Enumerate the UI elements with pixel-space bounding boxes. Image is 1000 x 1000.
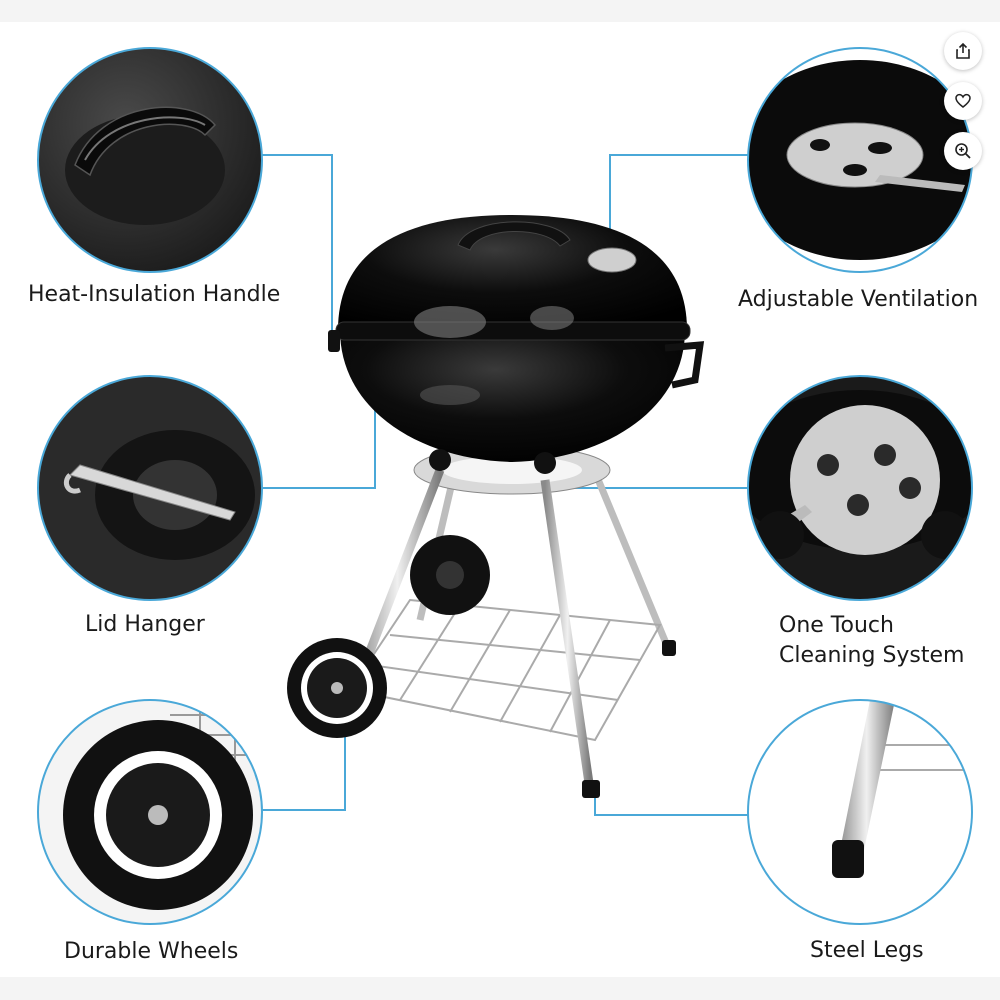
detail-circle-lid-hanger <box>37 375 263 601</box>
feature-label-lid-hanger: Lid Hanger <box>85 612 205 637</box>
feature-label-wheels: Durable Wheels <box>64 939 239 964</box>
detail-circle-wheels <box>37 699 263 925</box>
callout-line-ventilation <box>609 154 748 245</box>
feature-label-cleaning-line1: One Touch <box>779 613 894 638</box>
detail-circle-legs <box>747 699 973 925</box>
share-icon <box>956 42 970 59</box>
callout-line-wheels <box>262 720 346 811</box>
zoom-in-icon <box>955 143 971 159</box>
viewer-bottom-band <box>0 977 1000 1000</box>
callout-line-handle <box>262 154 333 335</box>
zoom-button[interactable] <box>944 132 982 170</box>
detail-circle-ventilation <box>747 47 973 273</box>
feature-label-ventilation: Adjustable Ventilation <box>738 287 979 312</box>
heart-icon <box>955 93 971 108</box>
viewer-top-band <box>0 0 1000 22</box>
callout-line-legs <box>594 795 748 816</box>
share-button[interactable] <box>944 32 982 70</box>
main-grill <box>287 215 705 798</box>
feature-label-legs: Steel Legs <box>810 938 924 963</box>
detail-circle-handle <box>37 47 263 273</box>
detail-circle-cleaning <box>747 375 973 601</box>
feature-label-handle: Heat-Insulation Handle <box>28 282 281 307</box>
favorite-button[interactable] <box>944 82 982 120</box>
feature-label-cleaning-line2: Cleaning System <box>779 643 965 668</box>
